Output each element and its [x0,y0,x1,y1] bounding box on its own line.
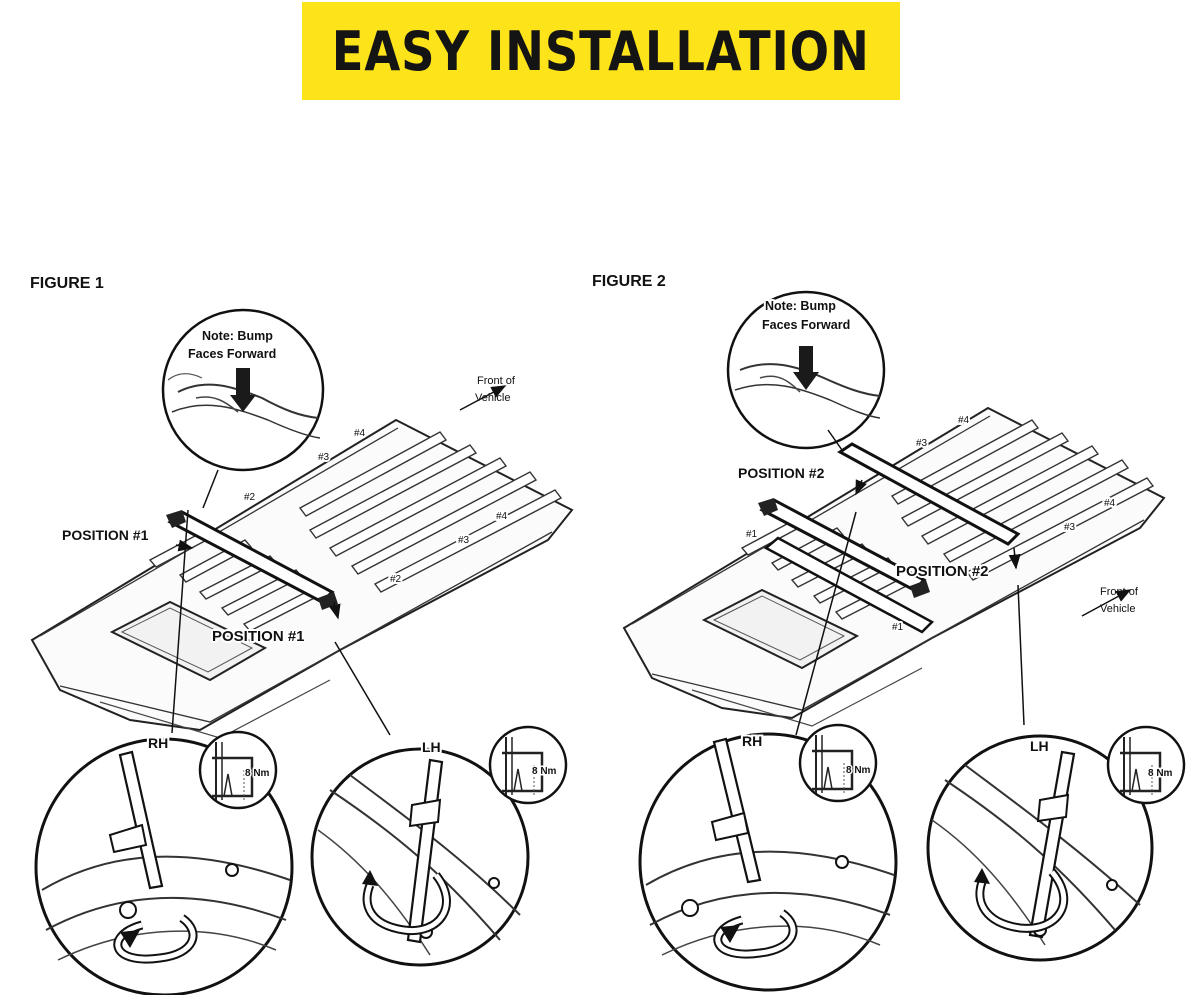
leader-line [171,509,189,734]
lh-label: LH [422,739,441,755]
front-of-vehicle-label: Front of [477,375,516,387]
position-arrow [328,601,341,620]
roof-drawing [30,418,574,740]
torque-label: 8 Nm [245,768,270,779]
rail-marker: #4 [354,428,366,439]
figure-2: FIGURE 2 Note: Bump Faces Forward Front … [590,271,1186,992]
lh-torque-bubble [1106,725,1186,805]
title-banner: EASY INSTALLATION [302,2,900,100]
rail-marker: #4 [958,415,970,426]
rail-marker: #3 [318,452,330,463]
rh-torque-bubble [798,723,878,803]
lh-detail-bubble [310,747,530,967]
front-arrow [459,385,507,411]
rail-marker: #4 [496,511,508,522]
front-arrow [1081,589,1132,617]
rail-marker: #1 [892,622,904,633]
bump-note-bubble [726,290,886,450]
position-arrow [1008,547,1021,570]
figure-label: FIGURE 2 [592,273,666,290]
position-label: POSITION #1 [212,628,305,645]
leader-line [1017,584,1025,726]
position-arrow [175,539,194,552]
rail-marker: #1 [746,529,758,540]
figure-label: FIGURE 1 [30,275,104,292]
roof-drawing [622,406,1166,728]
rail-marker: #3 [1064,522,1076,533]
position-label: POSITION #2 [896,563,989,580]
torque-label: 8 Nm [846,765,871,776]
leader-line [202,469,219,509]
figure-1: FIGURE 1 Note: Bump Faces Forward Front … [28,273,574,995]
lh-detail-bubble [926,734,1154,962]
rail-marker: #2 [244,492,256,503]
rh-label: RH [148,735,168,751]
rh-label: RH [742,733,762,749]
front-of-vehicle-label: Vehicle [475,392,510,404]
position-arrow [855,479,867,496]
note-text: Faces Forward [188,347,276,361]
leader-line [334,641,391,736]
leader-line [795,511,857,736]
lh-label: LH [1030,738,1049,754]
front-of-vehicle-label: Vehicle [1100,603,1135,615]
lh-torque-bubble [488,725,568,805]
rail-marker: #3 [916,438,928,449]
position-label: POSITION #2 [738,465,825,481]
leader-line [827,429,843,451]
torque-label: 8 Nm [1148,768,1173,779]
torque-label: 8 Nm [532,766,557,777]
note-text: Note: Bump [202,329,273,343]
position-label: POSITION #1 [62,527,149,543]
rail-marker: #4 [1104,498,1116,509]
bump-note-bubble [161,308,325,472]
banner-title: EASY INSTALLATION [332,19,870,83]
note-text: Faces Forward [762,318,850,332]
note-text: Note: Bump [765,299,836,313]
rail-marker: #2 [390,574,402,585]
rail-marker: #3 [458,535,470,546]
